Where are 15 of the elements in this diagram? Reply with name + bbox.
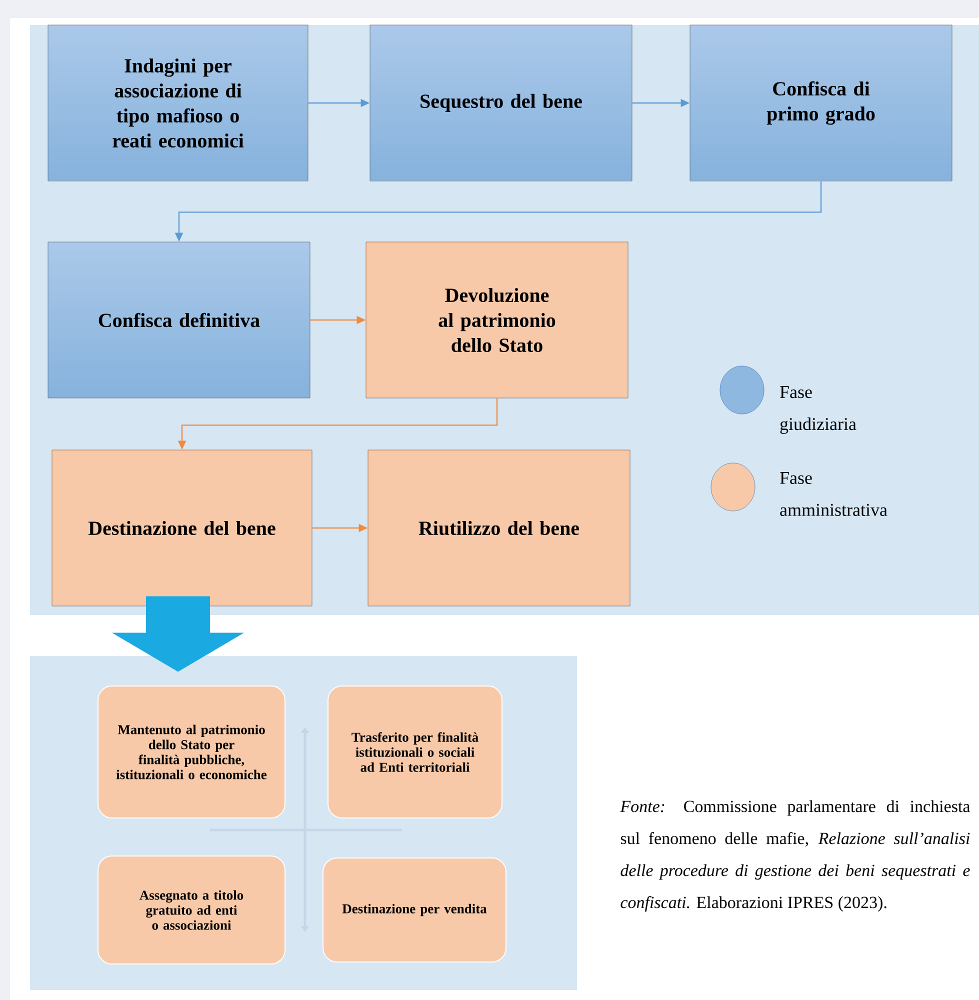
option-box: Destinazione per vendita	[322, 858, 506, 962]
process-box: Indagini per associazione di tipo mafioso o reati economici	[48, 24, 308, 182]
option-box: Assegnato a titolo gratuito ad enti o associazioni	[98, 856, 286, 964]
option-box: Mantenuto al patrimonio dello Stato per finalità pubbliche, istituzionali o economiche	[98, 686, 286, 818]
process-box: Devoluzione al patrimonio dello Stato	[366, 242, 628, 398]
option-box: Trasferito per finalità istituzionali o sociali ad Enti territoriali	[328, 686, 502, 818]
process-box: Confisca di primo grado	[690, 24, 952, 182]
process-box: Destinazione del bene	[52, 450, 312, 606]
source-note: Fonte: Commissione parlamentare di inchiesta sul fenomeno delle mafie, Relazione sull’analisi delle procedure di gestione dei beni sequestrati e confiscati. Elaborazioni IPRES (2023).	[620, 800, 970, 912]
process-box: Confisca definitiva	[48, 242, 310, 398]
legend-label: Fase giudiziaria	[780, 386, 856, 434]
block-arrow	[112, 596, 244, 672]
legend-label: Fase amministrativa	[780, 472, 888, 516]
process-box: Sequestro del bene	[370, 24, 632, 182]
process-box: Riutilizzo del bene	[368, 450, 630, 606]
